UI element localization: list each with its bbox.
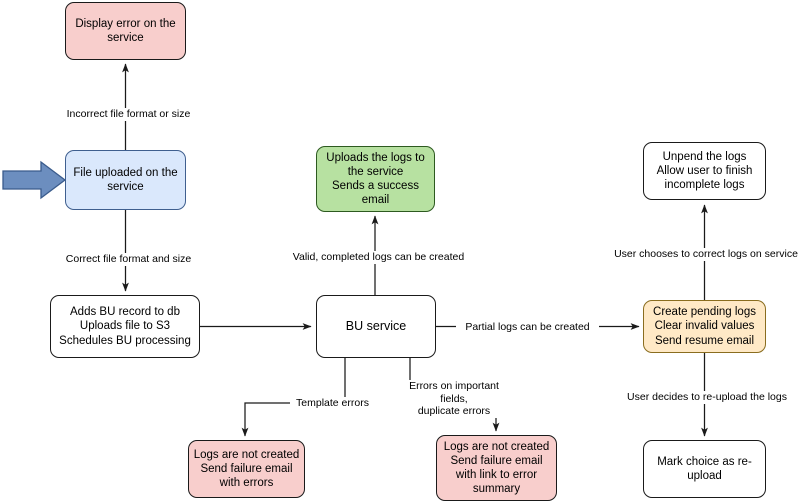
- node-file-uploaded[interactable]: File uploaded on the service: [65, 150, 186, 210]
- node-create-pending-logs[interactable]: Create pending logs Clear invalid values…: [643, 300, 766, 353]
- node-uploads-logs[interactable]: Uploads the logs to the service Sends a …: [316, 146, 435, 212]
- node-unpend-logs[interactable]: Unpend the logs Allow user to finish inc…: [643, 142, 766, 200]
- node-display-error[interactable]: Display error on the service: [65, 2, 186, 60]
- edge-label-incorrect-format: Incorrect file format or size: [57, 108, 200, 121]
- edge-label-valid-logs: Valid, completed logs can be created: [283, 251, 474, 264]
- node-mark-choice[interactable]: Mark choice as re- upload: [643, 440, 766, 498]
- node-bu-service[interactable]: BU service: [316, 295, 436, 358]
- edge-label-user-corrects: User chooses to correct logs on service: [608, 248, 801, 261]
- edge-label-template-errors: Template errors: [290, 397, 375, 410]
- node-logs-not-created-link[interactable]: Logs are not created Send failure email …: [436, 435, 557, 501]
- edge-label-correct-format: Correct file format and size: [58, 253, 199, 266]
- edge-label-user-reupload: User decides to re-upload the logs: [616, 391, 798, 404]
- edge-label-important-errors: Errors on important fields, duplicate er…: [393, 380, 515, 418]
- node-logs-not-created-errors[interactable]: Logs are not created Send failure email …: [188, 440, 305, 498]
- edge-label-partial-logs: Partial logs can be created: [456, 321, 599, 334]
- entry-arrow: [2, 160, 67, 200]
- node-adds-bu-record[interactable]: Adds BU record to db Uploads file to S3 …: [50, 295, 200, 358]
